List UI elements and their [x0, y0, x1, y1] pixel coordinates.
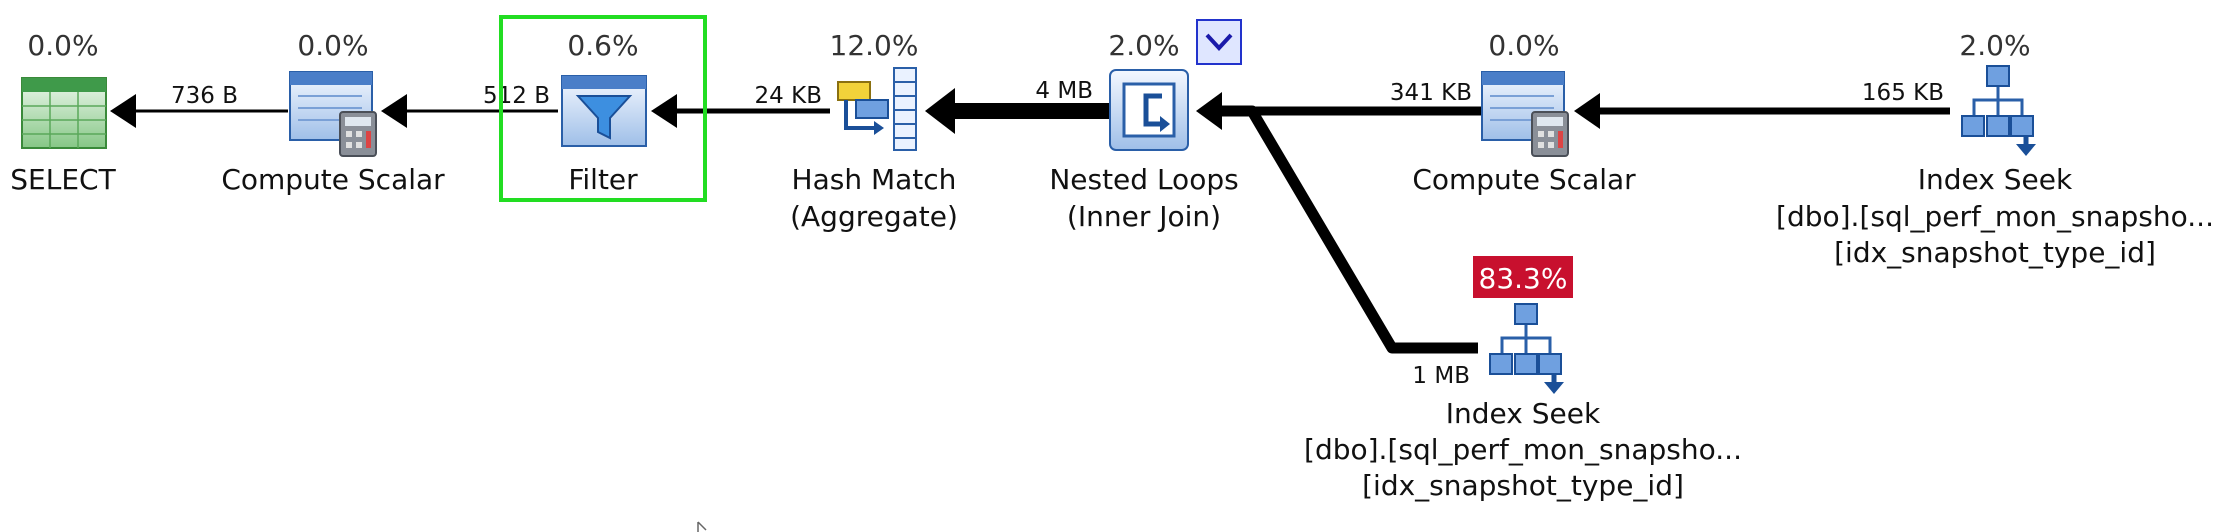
operator-cost: 0.0%	[297, 29, 368, 62]
operator-name: SELECT	[10, 163, 116, 196]
edge-row-size-label: 24 KB	[755, 83, 822, 109]
selection-highlight	[499, 15, 707, 202]
operator-nested-loops[interactable]: 2.0% Nested Loops (Inner Join)	[1049, 19, 1242, 233]
operator-name: Index Seek	[1446, 397, 1601, 430]
operator-name: Filter	[568, 163, 638, 196]
edge-index-seek-to-compute-scalar[interactable]: 165 KB	[1574, 80, 1950, 129]
filter-funnel-icon	[561, 75, 647, 147]
hot-cost-badge	[1473, 256, 1573, 298]
select-result-icon	[21, 77, 107, 149]
edge-compute-scalar-to-nested-loops[interactable]: 341 KB	[1196, 80, 1484, 130]
operator-index-seek[interactable]: 83.3% Index Seek [dbo].[sql_perf_mon_sna…	[1304, 256, 1742, 502]
compute-scalar-icon	[289, 71, 377, 157]
edge-hash-match-to-filter[interactable]: 24 KB	[651, 83, 830, 128]
operator-index-seek[interactable]: 2.0% Index Seek [dbo].[sql_perf_mon_snap…	[1776, 29, 2214, 269]
operator-cost: 0.0%	[1488, 29, 1559, 62]
edge-row-size-label: 4 MB	[1035, 78, 1093, 104]
operator-cost: 12.0%	[830, 29, 919, 62]
operator-index-name: [idx_snapshot_type_id]	[1362, 469, 1684, 502]
edge-row-size-label: 512 B	[483, 83, 550, 109]
nested-loops-icon	[1109, 69, 1189, 151]
edge-compute-scalar-to-select[interactable]: 736 B	[110, 83, 288, 128]
edges-layer: 736 B 512 B 24 KB 4 MB 341 KB	[110, 78, 1950, 389]
edge-index-seek-bottom-to-nested-loops[interactable]: 1 MB	[1215, 105, 1478, 389]
operator-index-name: [idx_snapshot_type_id]	[1834, 236, 2156, 269]
expand-toggle-button[interactable]	[1196, 19, 1242, 65]
chevron-down-icon	[1205, 33, 1233, 51]
edge-row-size-label: 165 KB	[1862, 80, 1944, 106]
operator-object-name: [dbo].[sql_perf_mon_snapsho...	[1776, 200, 2214, 233]
edge-nested-loops-to-hash-match[interactable]: 4 MB	[925, 78, 1112, 134]
operator-filter[interactable]: 0.6% Filter	[499, 15, 707, 202]
operator-cost: 0.6%	[567, 29, 638, 62]
operator-subtitle: (Inner Join)	[1067, 200, 1221, 233]
operator-cost: 83.3%	[1479, 262, 1568, 295]
index-seek-icon	[1489, 303, 1564, 394]
operator-name: Hash Match	[792, 163, 957, 196]
operator-subtitle: (Aggregate)	[790, 200, 958, 233]
hash-match-icon	[837, 67, 917, 151]
mouse-cursor-icon	[697, 521, 707, 532]
index-seek-icon	[1961, 65, 2036, 156]
operator-compute-scalar[interactable]: 0.0% Compute Scalar	[221, 29, 445, 196]
operator-name: Nested Loops	[1049, 163, 1238, 196]
edge-filter-to-compute-scalar[interactable]: 512 B	[381, 83, 558, 128]
operator-cost: 0.0%	[27, 29, 98, 62]
compute-scalar-icon	[1481, 71, 1569, 157]
operator-select[interactable]: 0.0% SELECT	[10, 29, 116, 196]
operator-cost: 2.0%	[1108, 29, 1179, 62]
operator-name: Compute Scalar	[1412, 163, 1636, 196]
edge-row-size-label: 736 B	[171, 83, 238, 109]
operator-name: Compute Scalar	[221, 163, 445, 196]
operator-name: Index Seek	[1918, 163, 2073, 196]
operator-object-name: [dbo].[sql_perf_mon_snapsho...	[1304, 433, 1742, 466]
edge-row-size-label: 341 KB	[1390, 80, 1472, 106]
edge-row-size-label: 1 MB	[1412, 363, 1470, 389]
operator-hash-match[interactable]: 12.0% Hash Match (Aggregate)	[790, 29, 958, 233]
operator-compute-scalar[interactable]: 0.0% Compute Scalar	[1412, 29, 1636, 196]
operator-cost: 2.0%	[1959, 29, 2030, 62]
